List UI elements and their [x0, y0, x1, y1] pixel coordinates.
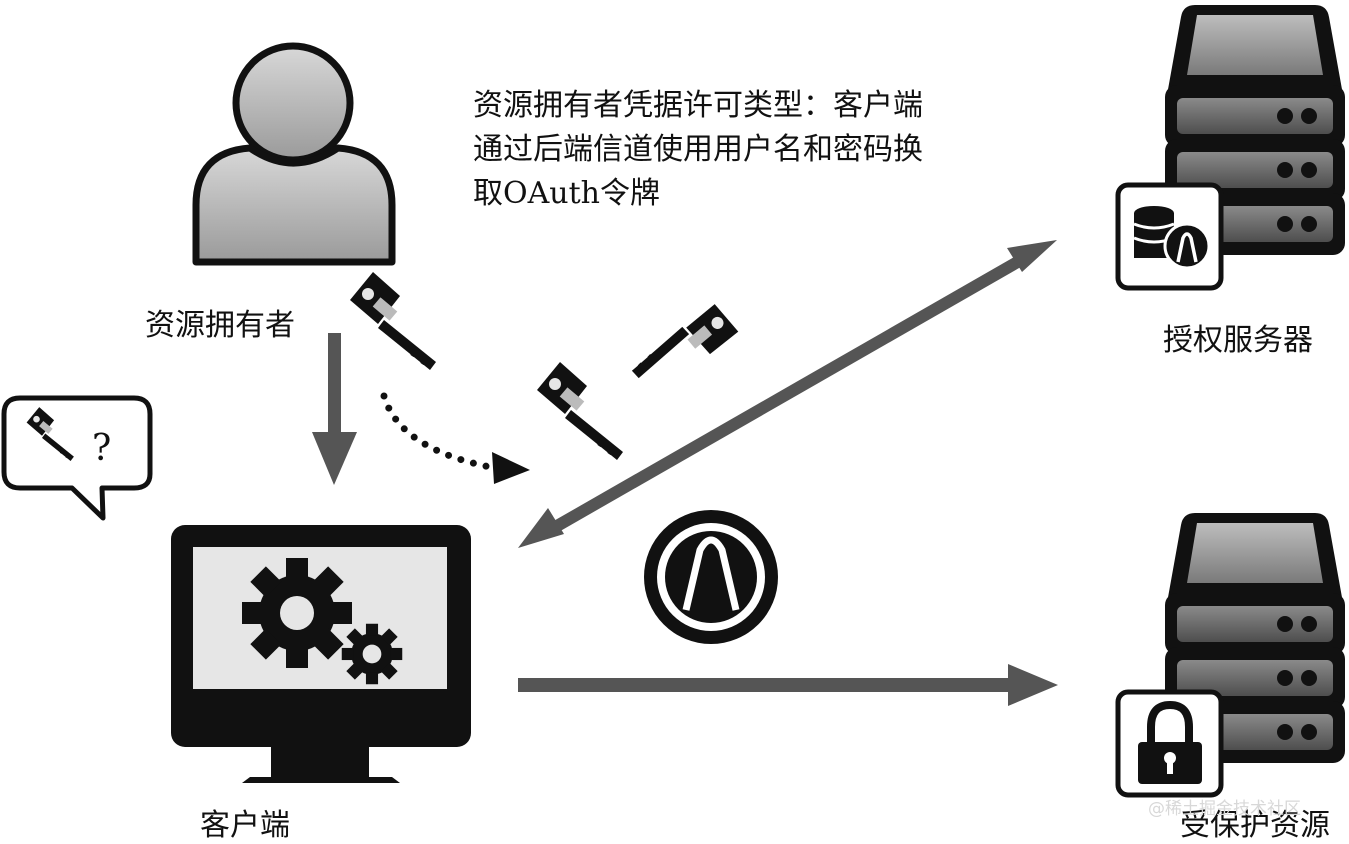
lock-badge — [1115, 689, 1224, 798]
question-mark: ? — [92, 428, 111, 469]
grant-type-description: 资源拥有者凭据许可类型：客户端 通过后端信道使用用户名和密码换 取OAuth令牌 — [473, 84, 993, 216]
client-to-resource-arrow — [518, 664, 1058, 706]
description-line: 资源拥有者凭据许可类型：客户端 — [473, 88, 923, 123]
watermark: @稀土掘金技术社区 — [1148, 799, 1301, 819]
key-icon — [628, 290, 745, 396]
auth-server-label: 授权服务器 — [1163, 323, 1313, 358]
key-icon — [348, 270, 438, 372]
gear-icon — [242, 558, 352, 668]
credentials-dotted-arrow — [380, 392, 530, 484]
oauth-token-icon — [644, 510, 778, 644]
lock-icon — [1138, 700, 1202, 784]
gear-icon — [341, 623, 403, 685]
key-icon — [535, 360, 625, 462]
owner-to-client-arrow — [312, 333, 357, 485]
description-line: 通过后端信道使用用户名和密码换 — [473, 132, 923, 167]
description-line: 取OAuth令牌 — [473, 176, 660, 211]
resource-owner-label: 资源拥有者 — [145, 308, 295, 343]
monitor-icon — [171, 525, 471, 783]
person-icon — [192, 42, 396, 266]
auth-server-badge — [1115, 182, 1224, 291]
client-auth-double-arrow — [518, 240, 1057, 548]
speech-bubble — [1, 395, 153, 521]
client-label: 客户端 — [200, 808, 290, 843]
